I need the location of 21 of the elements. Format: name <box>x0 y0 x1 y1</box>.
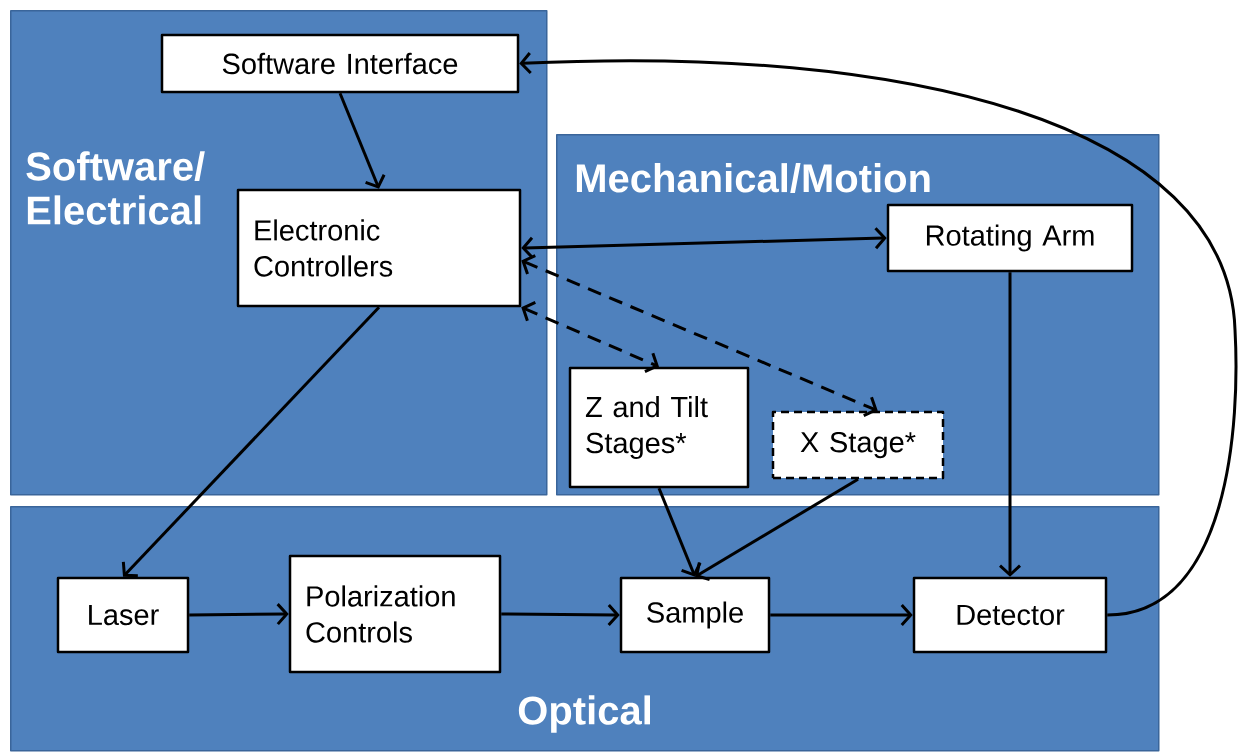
arrow <box>519 52 1238 617</box>
process-box: Z and Tilt Stages* <box>568 366 750 489</box>
process-box: Software Interface <box>160 33 520 94</box>
arrow <box>501 603 620 626</box>
arrow <box>770 604 913 626</box>
process-box: Sample <box>619 576 771 654</box>
arrow <box>999 272 1021 577</box>
arrow <box>121 306 381 578</box>
process-box: Electronic Controllers <box>236 188 522 308</box>
process-box: Polarization Controls <box>288 554 502 674</box>
process-box: Detector <box>912 576 1108 654</box>
process-box: X Stage* <box>771 410 945 480</box>
arrow <box>189 603 289 626</box>
arrow <box>338 92 386 189</box>
arrow <box>657 487 702 577</box>
arrow <box>695 477 859 582</box>
process-box: Rotating Arm <box>886 203 1134 273</box>
arrow <box>521 227 887 259</box>
arrow <box>521 254 878 418</box>
arrow <box>521 301 659 373</box>
process-box: Laser <box>56 576 190 654</box>
